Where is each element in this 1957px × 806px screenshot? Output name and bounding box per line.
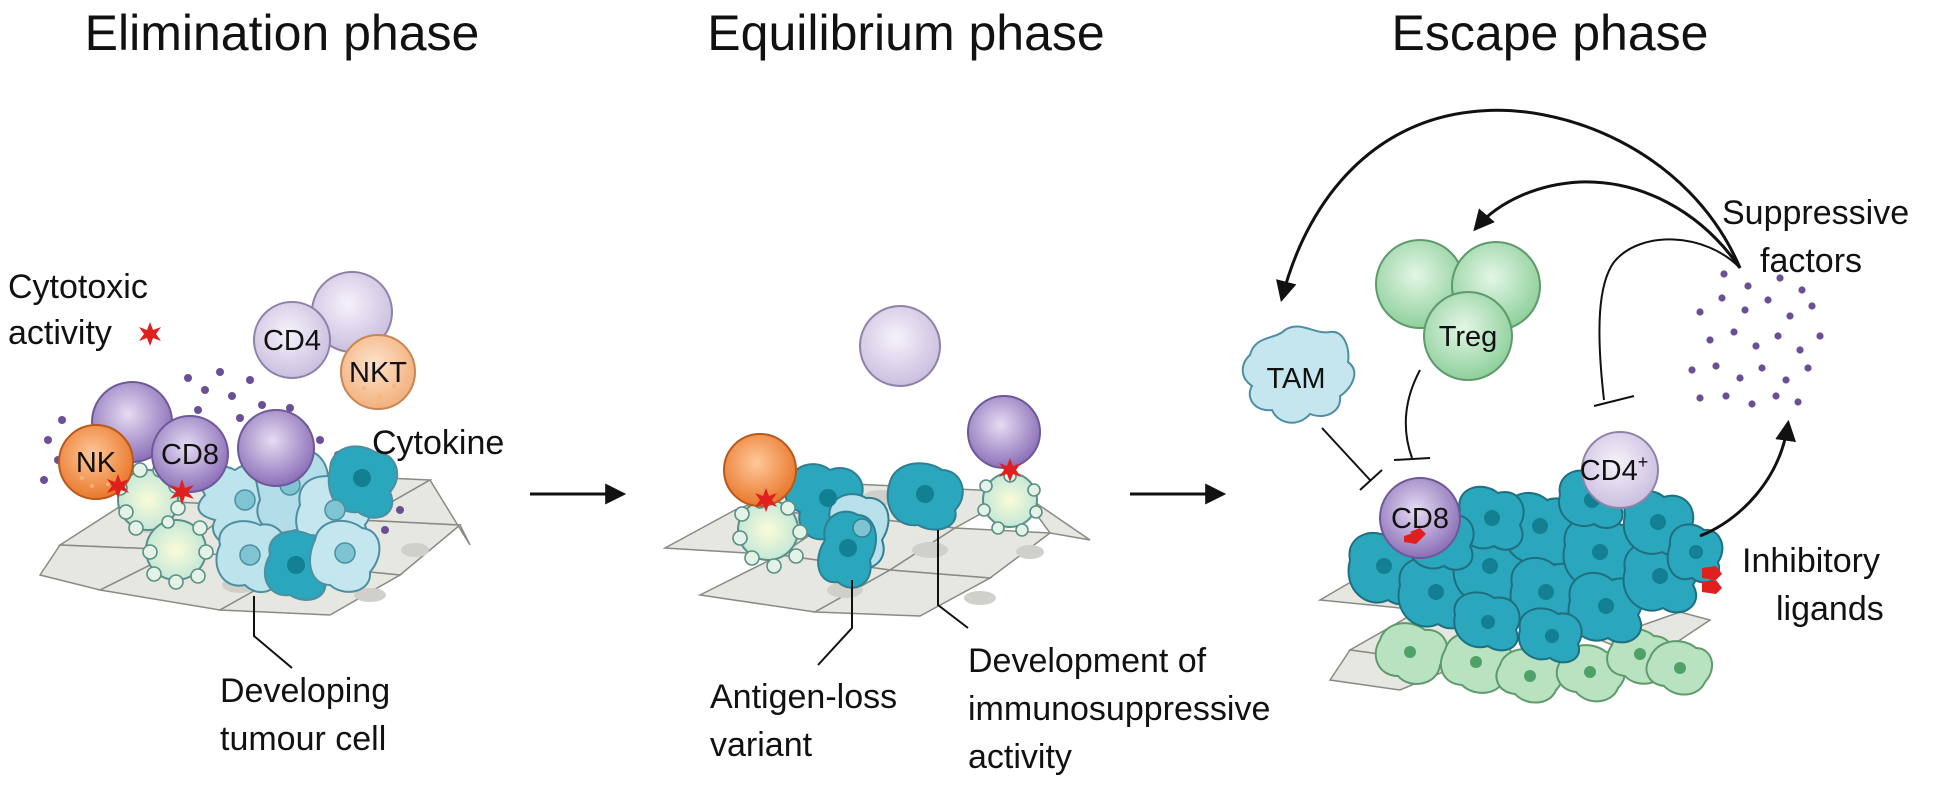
- treg-inhibition-bar: [1393, 457, 1431, 461]
- tam-inhibition-line: [1321, 427, 1371, 481]
- antigen-label-line2: variant: [710, 726, 813, 764]
- cd4-plus-sup: +: [1638, 452, 1649, 472]
- escape-title: Escape phase: [1392, 5, 1709, 61]
- cd4-label: CD4: [263, 325, 321, 357]
- tumour-pointer: [253, 596, 293, 669]
- cytotoxic-label-line1: Cytotoxic: [8, 268, 148, 306]
- purple-cell-right: [237, 409, 315, 487]
- escape-cd8-cell: [1379, 477, 1461, 559]
- nkt-label: NKT: [349, 357, 407, 389]
- cd4-cell: [253, 301, 331, 379]
- inhibition-to-cd4: [1598, 238, 1741, 401]
- inhibitory-ligand-icons: [1404, 528, 1722, 594]
- suppressive-label-line1: Suppressive: [1722, 194, 1909, 232]
- nk-cell: [58, 424, 134, 500]
- inhibitory-label-line2: ligands: [1776, 590, 1884, 628]
- treg-cell: [1423, 291, 1513, 381]
- nk-cell-2: [723, 433, 797, 507]
- escape-cd4-label: CD4+: [1580, 452, 1649, 487]
- arrow-to-tam: [1276, 108, 1742, 303]
- cytotoxic-label-line2: activity: [8, 314, 112, 352]
- equilibrium-panel: Antigen-loss variant Development of immu…: [662, 305, 1270, 776]
- apoptotic-cells: [112, 462, 214, 590]
- elimination-panel: NK CD8 CD4 NKT Cytotoxic activity Cytoki…: [8, 268, 504, 758]
- dev-label-line1: Development of: [968, 642, 1207, 680]
- cytokine-label: Cytokine: [372, 424, 504, 462]
- tumour-label-line2: tumour cell: [220, 720, 386, 758]
- tam-label: TAM: [1266, 363, 1325, 395]
- cytotoxic-star-icons: [107, 322, 194, 505]
- tumour-label-line1: Developing: [220, 672, 390, 710]
- cd8-cell: [151, 415, 229, 493]
- dev-label-line3: activity: [968, 738, 1072, 776]
- dev-pointer: [937, 530, 969, 629]
- elimination-title: Elimination phase: [85, 5, 480, 61]
- escape-cd4-cell: [1581, 431, 1659, 509]
- equilibrium-title: Equilibrium phase: [707, 5, 1104, 61]
- treg-inhibition-line: [1404, 369, 1421, 459]
- antigen-pointer: [817, 580, 853, 666]
- lilac-cell-floating: [859, 305, 941, 387]
- inhibitory-label-line1: Inhibitory: [1742, 542, 1880, 580]
- antigen-label-line1: Antigen-loss: [710, 678, 897, 716]
- purple-cell-2: [967, 395, 1041, 469]
- suppressive-label-line2: factors: [1760, 242, 1862, 280]
- tam-inhibition-bar: [1359, 469, 1383, 491]
- inhibition-cd4-bar: [1593, 395, 1635, 407]
- treg-label: Treg: [1439, 321, 1498, 353]
- cd8-label: CD8: [161, 439, 219, 471]
- suppressive-factor-dots: [1688, 270, 1824, 408]
- dev-label-line2: immunosuppressive: [968, 690, 1270, 728]
- escape-panel: CD8 CD4+ TAM Treg: [1241, 108, 1909, 704]
- nk-label: NK: [76, 447, 117, 479]
- nkt-cell: [340, 334, 416, 410]
- arrow-to-suppressive: [1699, 419, 1797, 538]
- tam-cell: [1241, 325, 1356, 424]
- arrow-to-treg: [1473, 180, 1742, 269]
